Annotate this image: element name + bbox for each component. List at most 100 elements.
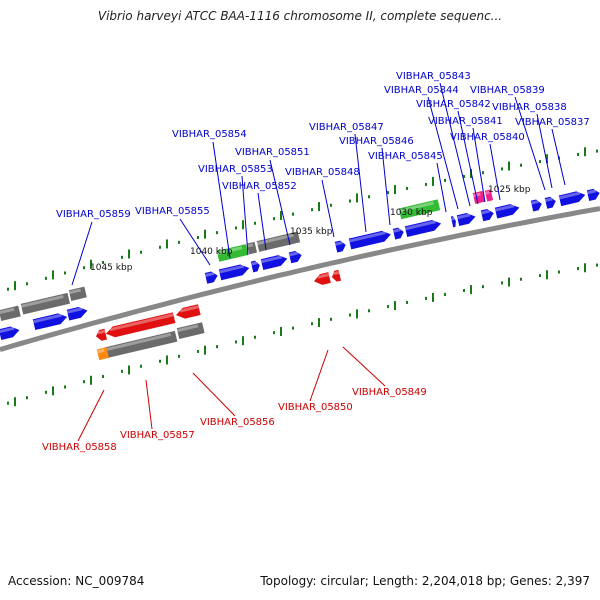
- forward-gene: [480, 209, 494, 222]
- gene-label-forward: VIBHAR_05854: [172, 129, 247, 140]
- minor-tick: [83, 266, 85, 270]
- rna-feature-shine: [216, 246, 243, 255]
- minor-tick: [387, 305, 389, 309]
- minor-tick: [45, 276, 47, 280]
- minor-tick: [349, 313, 351, 317]
- minor-tick: [330, 203, 332, 207]
- forward-gene-shine: [204, 272, 215, 277]
- minor-tick: [444, 292, 446, 296]
- major-tick: [356, 309, 358, 319]
- forward-gene-shape: [530, 199, 542, 212]
- minor-tick: [482, 171, 484, 175]
- forward-gene: [530, 199, 542, 212]
- minor-tick: [311, 322, 313, 326]
- label-leader-line: [489, 143, 501, 201]
- pseudogene-bar: [68, 286, 87, 301]
- forward-gene-shape: [456, 213, 476, 227]
- forward-gene-shine: [494, 204, 515, 212]
- gene-label-forward: VIBHAR_05840: [450, 132, 525, 143]
- minor-tick: [7, 287, 9, 291]
- label-leader-line: [381, 147, 391, 226]
- major-tick: [242, 336, 244, 346]
- minor-tick: [140, 250, 142, 254]
- rna-feature-shine: [398, 201, 434, 213]
- minor-tick: [558, 270, 560, 274]
- pseudogene-bar-shine: [68, 288, 82, 295]
- minor-tick: [235, 340, 237, 344]
- gene-label-forward: VIBHAR_05838: [492, 102, 567, 113]
- reverse-gene-shape: [176, 304, 201, 319]
- major-tick: [318, 318, 320, 328]
- forward-gene-shape: [404, 219, 442, 238]
- misc-feature: [484, 189, 494, 202]
- forward-gene-shape: [586, 188, 600, 202]
- pseudogene-bar-shine: [246, 243, 254, 248]
- minor-tick: [368, 195, 370, 199]
- gene-label-reverse: VIBHAR_05850: [278, 402, 353, 413]
- gene-label-forward: VIBHAR_05855: [135, 206, 210, 217]
- pseudogene-bar-shape: [68, 286, 87, 301]
- minor-tick: [102, 260, 104, 264]
- minor-tick: [596, 263, 598, 267]
- minor-tick: [577, 267, 579, 271]
- minor-tick: [197, 349, 199, 353]
- rna-feature-shape: [216, 244, 249, 262]
- forward-gene-shape: [204, 271, 218, 284]
- forward-gene-shine: [0, 326, 15, 334]
- major-tick: [14, 397, 16, 407]
- minor-tick: [121, 255, 123, 259]
- minor-tick: [140, 364, 142, 368]
- minor-tick: [235, 226, 237, 230]
- minor-tick: [577, 153, 579, 157]
- minor-tick: [520, 277, 522, 281]
- reverse-gene-shape: [96, 328, 107, 341]
- repeat-feature-shine: [96, 348, 105, 354]
- major-tick: [90, 375, 92, 385]
- forward-gene: [250, 260, 260, 273]
- forward-gene-shape: [218, 264, 250, 281]
- label-leader-line: [212, 141, 231, 259]
- gene-label-reverse: VIBHAR_05858: [42, 442, 117, 453]
- forward-gene-shine: [348, 231, 386, 243]
- label-leader-line: [551, 128, 566, 186]
- minor-tick: [83, 380, 85, 384]
- minor-tick: [273, 217, 275, 221]
- major-tick: [280, 326, 282, 336]
- label-leader-line: [257, 192, 267, 251]
- reverse-gene: [314, 272, 331, 285]
- minor-tick: [368, 309, 370, 313]
- gene-label-forward: VIBHAR_05842: [416, 99, 491, 110]
- repeat-feature-shape: [96, 347, 109, 361]
- label-leader-line: [536, 113, 553, 189]
- major-tick: [470, 285, 472, 295]
- major-tick: [280, 210, 282, 220]
- minor-tick: [425, 182, 427, 186]
- minor-tick: [178, 240, 180, 244]
- gene-label-forward: VIBHAR_05844: [384, 85, 459, 96]
- gene-label-forward: VIBHAR_05843: [396, 71, 471, 82]
- minor-tick: [254, 335, 256, 339]
- major-tick: [90, 259, 92, 269]
- forward-gene: [392, 227, 404, 240]
- map-title: Vibrio harveyi ATCC BAA-1116 chromosome …: [97, 9, 503, 23]
- major-tick: [508, 277, 510, 287]
- pseudogene-bar-shine: [256, 233, 294, 246]
- minor-tick: [216, 345, 218, 349]
- major-tick: [394, 301, 396, 311]
- rna-feature-shape: [398, 199, 441, 220]
- reverse-gene-shape: [332, 269, 342, 282]
- minor-tick: [292, 212, 294, 216]
- forward-gene-shape: [288, 251, 302, 264]
- gene-label-forward: VIBHAR_05839: [470, 85, 545, 96]
- gene-label-reverse: VIBHAR_05856: [200, 417, 275, 428]
- major-tick: [128, 249, 130, 259]
- minor-tick: [254, 221, 256, 225]
- label-leader-line: [71, 221, 93, 286]
- major-tick: [166, 355, 168, 365]
- major-tick: [242, 220, 244, 230]
- gene-label-forward: VIBHAR_05837: [515, 117, 590, 128]
- forward-gene-shape: [558, 191, 586, 207]
- forward-gene-shine: [288, 251, 299, 257]
- forward-gene-shape: [348, 230, 391, 250]
- repeat-feature: [96, 347, 109, 361]
